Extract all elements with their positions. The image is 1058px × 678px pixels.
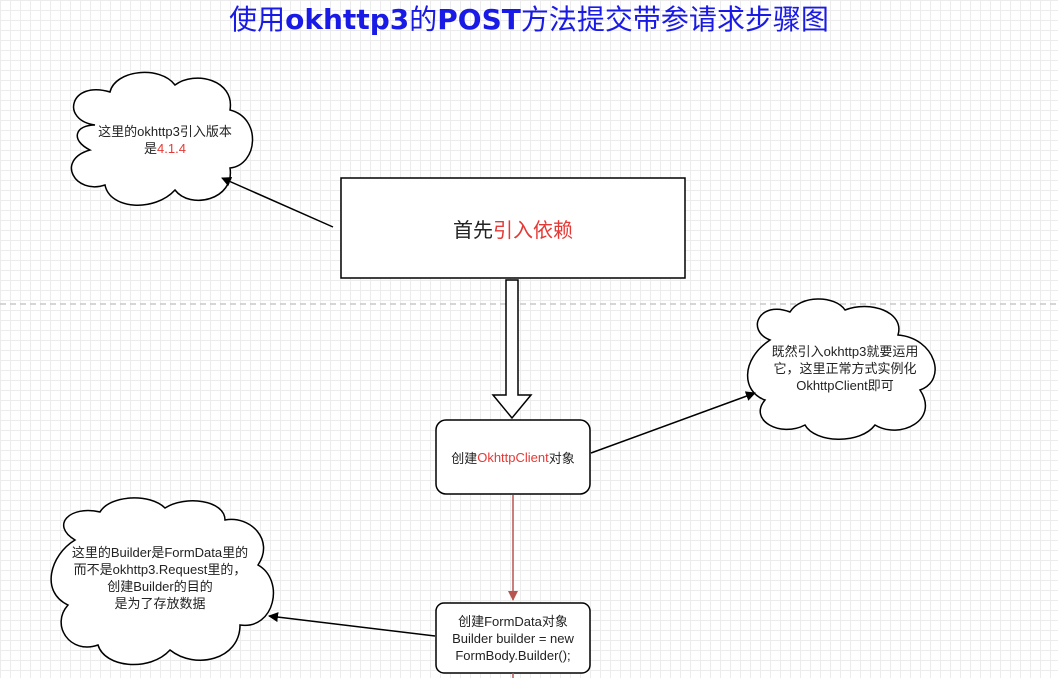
arrow-client-to-instantiate	[590, 391, 756, 454]
cloud-version-line2: 是4.1.4	[144, 140, 186, 157]
cloud-version-text: 这里的okhttp3引入版本 是4.1.4	[70, 112, 260, 168]
title-part-2: okhttp3	[285, 3, 410, 36]
box-okhttpclient-suffix: 对象	[548, 450, 575, 466]
cloud-builder-line4: 是为了存放数据	[114, 596, 206, 611]
cloud-builder-line2: 而不是okhttp3.Request里的，	[73, 562, 247, 577]
cloud-builder-shape[interactable]	[50, 497, 275, 666]
box-okhttpclient-shape[interactable]	[435, 419, 591, 495]
box-okhttpclient-prefix: 创建	[451, 450, 478, 466]
cloud-instantiate-line2: 它，这里正常方式实例化	[773, 360, 917, 376]
box-formdata-line3: FormBody.Builder();	[455, 647, 571, 663]
box-formdata-line1: 创建FormData对象	[458, 613, 568, 629]
title-part-4: POST	[437, 3, 521, 36]
cloud-version-line2-prefix: 是	[144, 141, 158, 156]
box-dependency-prefix: 首先	[453, 219, 493, 242]
box-okhttpclient-highlight: OkhttpClient	[477, 449, 549, 465]
title-part-3: 的	[409, 3, 438, 36]
cloud-builder-line1: 这里的Builder是FormData里的	[71, 545, 249, 560]
cloud-version-shape[interactable]	[70, 71, 254, 206]
cloud-instantiate-shape[interactable]	[746, 298, 936, 440]
title-part-1: 使用	[229, 3, 286, 36]
cloud-instantiate-text: 既然引入okhttp3就要运用 它，这里正常方式实例化 OkhttpClient…	[745, 338, 945, 398]
cloud-builder-line3: 创建Builder的目的	[107, 579, 213, 594]
arrow-dependency-to-version	[221, 177, 334, 228]
arrow-formdata-to-builder	[268, 612, 436, 637]
box-dependency-highlight: 引入依赖	[493, 219, 573, 242]
diagram-title: 使用okhttp3的POST方法提交带参请求步骤图	[0, 0, 1058, 40]
box-formdata[interactable]: 创建FormData对象 Builder builder = new FormB…	[436, 603, 590, 673]
cloud-version-line2-highlight: 4.1.4	[157, 141, 186, 156]
title-part-5: 方法提交带参请求步骤图	[520, 3, 829, 36]
box-dependency-shape[interactable]	[340, 177, 686, 279]
cloud-instantiate-line3: OkhttpClient即可	[796, 377, 894, 393]
cloud-version-line1: 这里的okhttp3引入版本	[98, 124, 232, 139]
cloud-instantiate-line1: 既然引入okhttp3就要运用	[771, 343, 919, 359]
cloud-builder-text: 这里的Builder是FormData里的 而不是okhttp3.Request…	[45, 540, 275, 616]
box-formdata-line2: Builder builder = new	[452, 630, 574, 646]
block-arrow-down	[491, 279, 533, 420]
box-dependency[interactable]: 首先引入依赖	[341, 178, 685, 278]
